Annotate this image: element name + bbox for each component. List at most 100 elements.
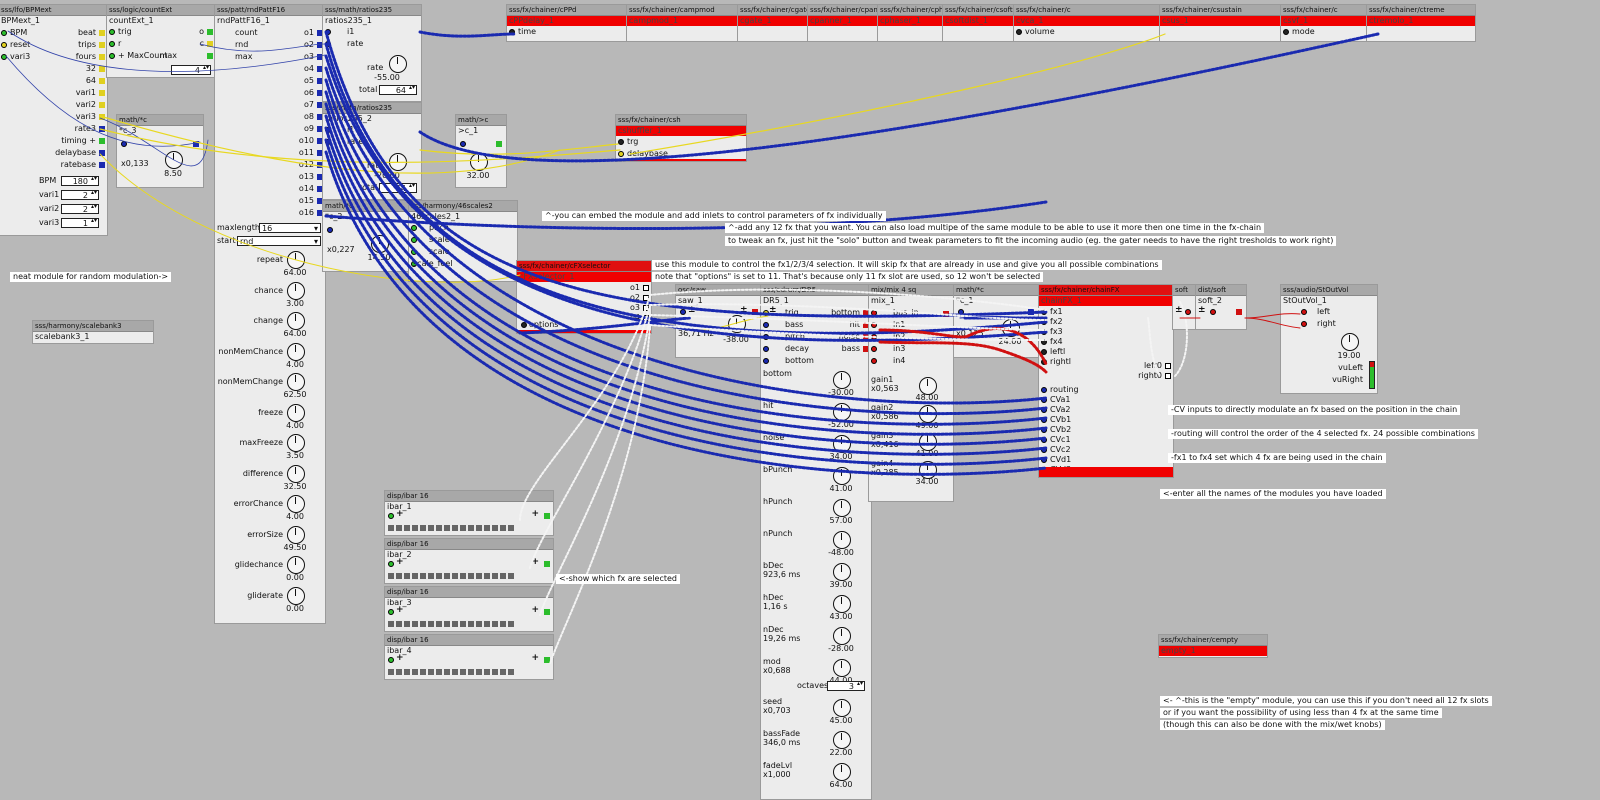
inlet-vari3[interactable] <box>1 54 7 60</box>
soft-1-module[interactable]: soft ± <box>1172 284 1196 330</box>
module-path[interactable]: sss/fx/chainer/campmod <box>627 5 738 16</box>
outlet-32[interactable] <box>99 66 105 72</box>
outlet-right0[interactable] <box>1165 373 1171 379</box>
inlet[interactable] <box>388 609 394 615</box>
knob[interactable] <box>287 403 305 422</box>
instance-name[interactable]: cvca_1 <box>1014 16 1160 26</box>
knob[interactable] <box>833 371 851 389</box>
module-path[interactable]: dist/soft <box>1196 285 1246 296</box>
module-path[interactable]: sss/fx/chainer/cempty <box>1159 635 1267 646</box>
instance-name[interactable]: ibar_4 <box>387 646 412 655</box>
instance-name[interactable]: *c_2 <box>325 212 343 221</box>
module-path[interactable]: sss/fx/chainer/csustain <box>1160 5 1281 16</box>
threshold-knob[interactable] <box>470 153 488 171</box>
total-stepper[interactable]: 64 <box>379 183 417 193</box>
module-path[interactable]: sss/harmony/46scales2 <box>409 201 517 212</box>
rate-knob[interactable] <box>389 153 407 171</box>
knob[interactable] <box>287 586 305 605</box>
instance-name[interactable]: ratios235_1 <box>325 16 372 25</box>
instance-name[interactable]: ibar_3 <box>387 598 412 607</box>
knob[interactable] <box>287 281 305 300</box>
math-mult-1-module[interactable]: math/*c *c_1 x0,125 24.00 <box>953 284 1039 358</box>
instance-name[interactable]: csoftdist_1 <box>943 16 1014 26</box>
module-path[interactable]: disp/ibar 16 <box>385 539 553 550</box>
inlet-delaybase[interactable] <box>618 151 624 157</box>
outlet-vari3[interactable] <box>99 114 105 120</box>
inlet-in2[interactable] <box>871 334 877 340</box>
knob[interactable] <box>287 342 305 361</box>
instance-name[interactable]: csus_1 <box>1160 16 1281 26</box>
module-path[interactable]: sss/edrum/DR5 <box>761 285 871 296</box>
inlet-pitch[interactable] <box>680 309 686 315</box>
module-path[interactable]: sss/fx/chainer/ctreme <box>1367 5 1475 16</box>
instance-name[interactable]: ctremolo_1 <box>1367 16 1475 26</box>
inlet[interactable] <box>1041 417 1047 423</box>
inlet[interactable] <box>460 141 466 147</box>
instance-name[interactable]: 46scales2_1 <box>411 212 461 221</box>
knob[interactable] <box>287 464 305 483</box>
module-path[interactable]: sss/fx/chainer/c <box>1014 5 1160 16</box>
inlet-trig[interactable] <box>763 310 769 316</box>
module-path[interactable]: sss/fx/chainer/cpanner <box>808 5 878 16</box>
instance-name[interactable]: scalebank3_1 <box>35 332 90 341</box>
instance-name[interactable]: *c_1 <box>956 296 974 305</box>
inlet-rate[interactable] <box>325 139 331 145</box>
maxlength-dropdown[interactable]: 16 <box>259 223 321 234</box>
instance-name[interactable]: soft_2 <box>1198 296 1222 305</box>
outlet-64[interactable] <box>99 78 105 84</box>
knob[interactable] <box>287 251 305 269</box>
soft-2-module[interactable]: dist/soft soft_2 ± <box>1195 284 1247 330</box>
multiplier-knob[interactable] <box>165 151 183 169</box>
module-path[interactable]: disp/ibar 16 <box>385 491 553 502</box>
inlet[interactable] <box>958 309 964 315</box>
inlet-bus-in[interactable] <box>871 310 877 316</box>
module-path[interactable]: sss/fx/chainer/cphaser <box>878 5 943 16</box>
inlet[interactable] <box>1041 339 1047 345</box>
inlet[interactable] <box>388 513 394 519</box>
outlet-timing[interactable] <box>99 138 105 144</box>
vari2-stepper[interactable]: 2 <box>61 204 99 214</box>
knob[interactable] <box>833 403 851 421</box>
instance-name[interactable]: StOutVol_1 <box>1283 296 1327 305</box>
octaves-stepper[interactable]: 3 <box>827 681 865 691</box>
module-path[interactable]: sss/harmony/scalebank3 <box>33 321 153 332</box>
inlet-maxcount[interactable] <box>109 53 115 59</box>
cempty-module[interactable]: sss/fx/chainer/cempty empty_1 <box>1158 634 1268 658</box>
inlet[interactable] <box>388 561 394 567</box>
outlet[interactable] <box>1028 309 1034 315</box>
knob[interactable] <box>833 659 851 677</box>
cfxselector-module[interactable]: sss/fx/chainer/cFXselector cFXselector_1… <box>516 260 652 334</box>
outlet[interactable] <box>1236 309 1242 315</box>
inlet-scale-2[interactable] <box>411 249 417 255</box>
module-path[interactable]: soft <box>1173 285 1195 296</box>
outlet[interactable] <box>544 513 550 519</box>
outlet[interactable] <box>544 609 550 615</box>
knob[interactable] <box>833 499 851 517</box>
outlet-o3[interactable] <box>643 305 649 311</box>
knob[interactable] <box>833 435 851 453</box>
module-path[interactable]: math/*c <box>954 285 1038 296</box>
module-path[interactable]: sss/fx/chainer/cgate <box>738 5 808 16</box>
inlet[interactable] <box>1041 349 1047 355</box>
outlet-fours[interactable] <box>99 54 105 60</box>
inlet-trg[interactable] <box>618 139 624 145</box>
knob[interactable] <box>833 627 851 645</box>
inlet[interactable] <box>1041 447 1047 453</box>
module-path[interactable]: sss/patt/rndPattF16 <box>215 5 325 16</box>
instance-name[interactable]: csvf_1 <box>1281 16 1367 26</box>
stoutvol-module[interactable]: sss/audio/StOutVol StOutVol_1 left right… <box>1280 284 1378 394</box>
outlet[interactable] <box>544 561 550 567</box>
inlet[interactable] <box>1041 457 1047 463</box>
multiplier-knob[interactable] <box>371 235 389 253</box>
instance-name[interactable]: cFXselector_1 <box>517 272 651 282</box>
instance-name[interactable]: >c_1 <box>458 126 479 135</box>
module-path[interactable]: math/>c <box>456 115 506 126</box>
inlet[interactable] <box>1041 397 1047 403</box>
pitch-knob[interactable] <box>728 315 746 333</box>
